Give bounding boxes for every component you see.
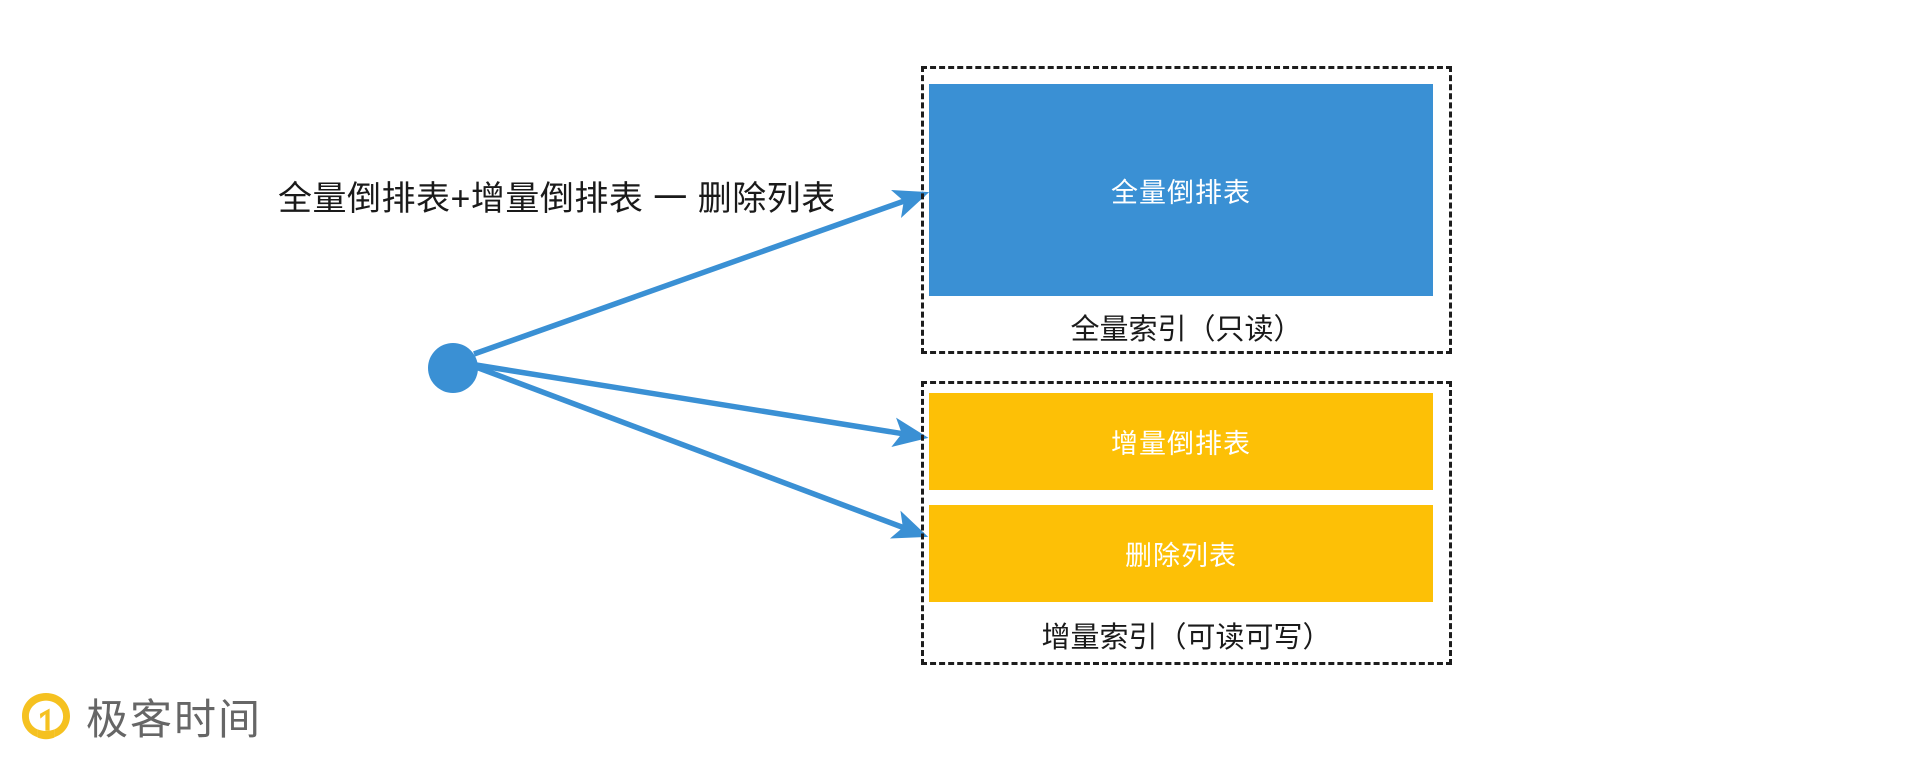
arrow-to-full-index bbox=[473, 189, 930, 357]
brand-name: 极客时间 bbox=[86, 696, 263, 743]
block-incremental-inverted-index: 增量倒排表 bbox=[929, 393, 1433, 490]
full-index-group bbox=[921, 66, 1452, 354]
merge-node bbox=[428, 343, 478, 393]
full-index-caption: 全量索引（只读） bbox=[1070, 314, 1303, 346]
incremental-index-group bbox=[921, 381, 1452, 665]
geektime-mark-icon bbox=[22, 693, 70, 740]
incremental-index-caption: 增量索引（可读可写） bbox=[1041, 622, 1332, 654]
arrow-to-delete-list bbox=[475, 364, 929, 539]
formula-label: 全量倒排表+增量倒排表 一 删除列表 bbox=[278, 180, 836, 218]
brand-logo: 极客时间 bbox=[20, 692, 262, 748]
arrow-to-incremental-index bbox=[475, 362, 929, 447]
block-delete-list: 删除列表 bbox=[929, 505, 1433, 602]
block-full-inverted-index: 全量倒排表 bbox=[929, 84, 1433, 296]
